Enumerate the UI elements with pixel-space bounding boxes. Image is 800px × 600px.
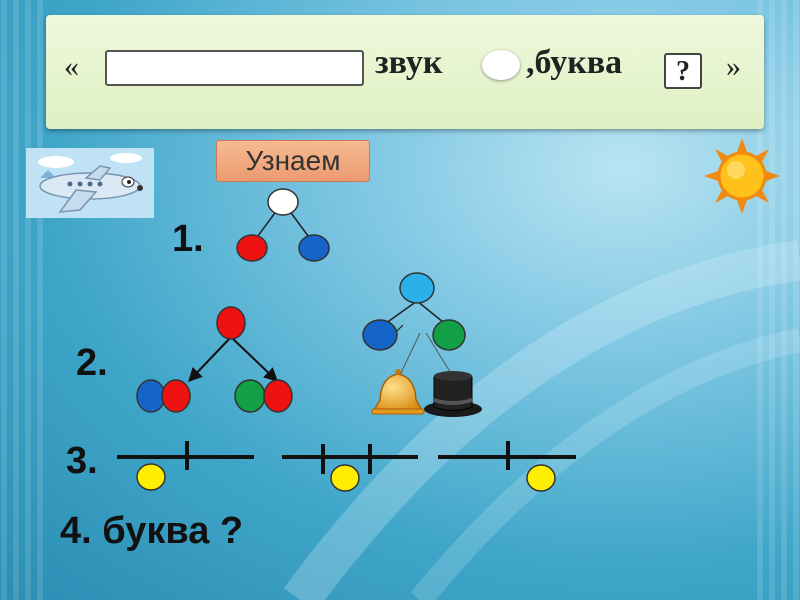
diagram-2-left (137, 307, 292, 412)
sound-position-circle (527, 465, 555, 491)
hard-consonant-circle (363, 320, 397, 350)
hard-consonant-circle (299, 235, 329, 261)
vowel-circle (237, 235, 267, 261)
bell-icon (372, 369, 424, 414)
diagram-1 (237, 189, 329, 261)
soft-consonant-circle (433, 320, 465, 350)
diagram-3 (117, 441, 576, 491)
word-sound-circle (400, 273, 434, 303)
top-hat-icon (424, 371, 482, 417)
sound-position-circle (331, 465, 359, 491)
soft-consonant-circle (235, 380, 265, 412)
sound-position-circle (137, 464, 165, 490)
diagram-2-right (363, 273, 482, 417)
vowel-circle (217, 307, 245, 339)
vowel-circle (264, 380, 292, 412)
hard-consonant-circle (137, 380, 165, 412)
vowel-circle (162, 380, 190, 412)
unknown-sound-circle (268, 189, 298, 215)
